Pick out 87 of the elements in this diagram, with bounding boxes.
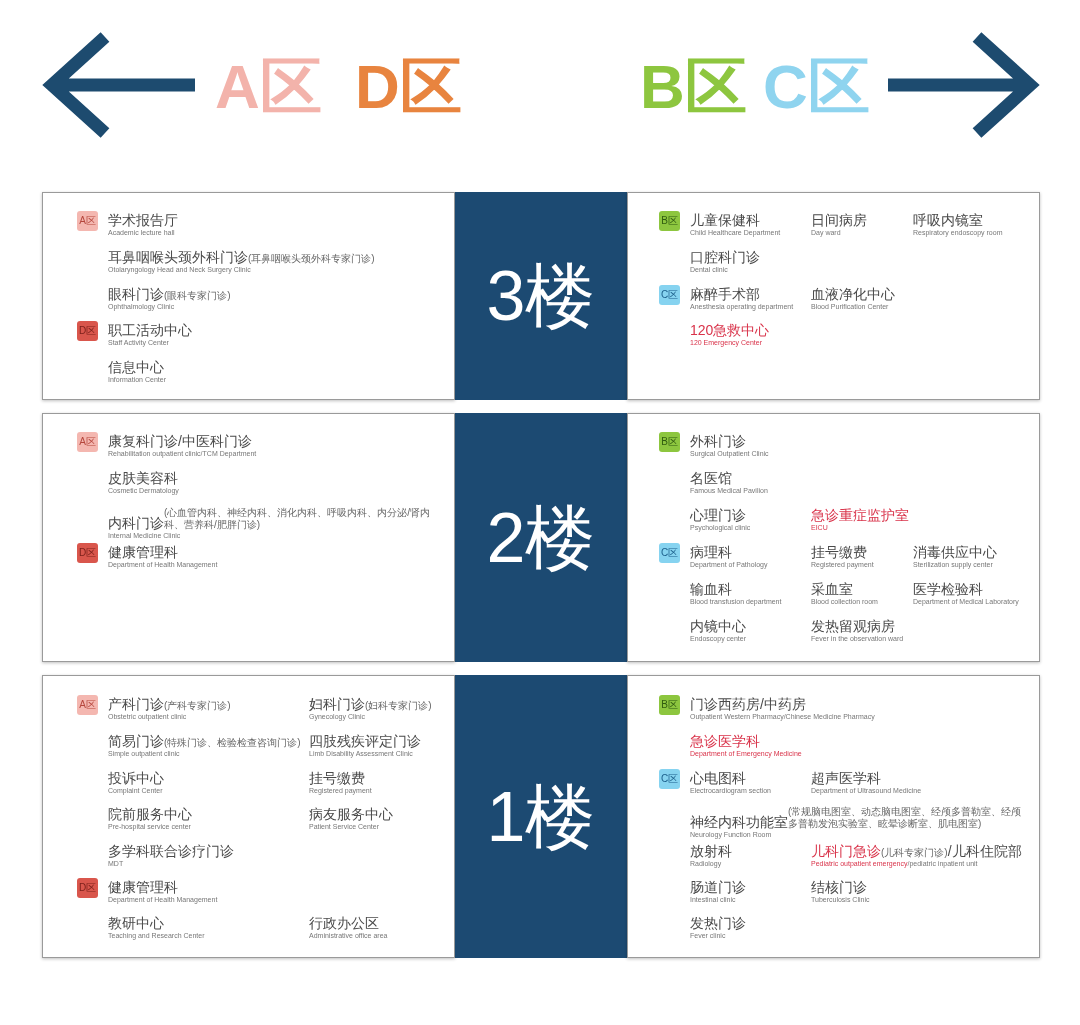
department-name: 呼吸内镜室 [913, 212, 983, 228]
department-note: (心血管内科、神经内科、消化内科、呼吸内科、内分泌/肾内科、营养科/肥胖门诊) [164, 507, 432, 531]
department-name: 放射科 [690, 843, 732, 859]
floor-directory-panel [627, 675, 1040, 958]
floor-number-band [455, 675, 627, 958]
department-name: 挂号缴费 [309, 770, 365, 786]
department-name: 医学检验科 [913, 581, 983, 597]
department-name: 信息中心 [108, 359, 164, 375]
department-name: 病理科 [690, 544, 732, 560]
department-name: 名医馆 [690, 470, 732, 486]
department-name: /儿科住院部 [947, 843, 1022, 859]
zone-badge: C区 [659, 543, 680, 563]
zone-badge: D区 [77, 543, 98, 563]
department-name: 儿科门急诊 [811, 843, 881, 859]
department-name: 内镜中心 [690, 618, 746, 634]
zone-badge: A区 [77, 432, 98, 452]
zone-badge: C区 [659, 769, 680, 789]
zone-badge: C区 [659, 285, 680, 305]
department-name: 血液净化中心 [811, 286, 895, 302]
department-name: 心电图科 [690, 770, 746, 786]
floor-directory-panel [627, 192, 1040, 400]
department-name: 神经内科功能室 [690, 814, 788, 830]
department-name: 健康管理科 [108, 879, 178, 895]
department-note: (特殊门诊、检验检查咨询门诊) [164, 737, 301, 749]
department-name: 结核门诊 [811, 879, 867, 895]
department-note: (眼科专家门诊) [164, 290, 231, 302]
department-name: 心理门诊 [690, 507, 746, 523]
department-name: 急诊重症监护室 [811, 507, 909, 523]
department-name: 内科门诊 [108, 515, 164, 531]
department-name: 妇科门诊 [309, 696, 365, 712]
floor-directory-panel [627, 413, 1040, 662]
zone-badge: B区 [659, 432, 680, 452]
department-name: 耳鼻咽喉头颈外科门诊 [108, 249, 248, 265]
zone-label: C区 [763, 56, 870, 118]
department-name: 麻醉手术部 [690, 286, 760, 302]
department-name: 肠道门诊 [690, 879, 746, 895]
floor-number: 1楼 [486, 781, 596, 852]
department-name: 消毒供应中心 [913, 544, 997, 560]
zone-badge: D区 [77, 878, 98, 898]
department-name: 皮肤美容科 [108, 470, 178, 486]
department-name: 病友服务中心 [309, 806, 393, 822]
zone-badge: B区 [659, 211, 680, 231]
department-note: (耳鼻咽喉头颈外科专家门诊) [248, 253, 375, 265]
floor-number-band [455, 413, 627, 662]
department-name: 眼科门诊 [108, 286, 164, 302]
floor-number-band [455, 192, 627, 400]
department-name: 简易门诊 [108, 733, 164, 749]
department-note: (常规脑电图室、动态脑电图室、经颅多普勒室、经颅多普勒发泡实验室、眩晕诊断室、肌电图室) [788, 806, 1023, 830]
department-name: 外科门诊 [690, 433, 746, 449]
floor-directory-panel [42, 675, 455, 958]
department-name: 发热留观病房 [811, 618, 895, 634]
floor-directory-panel [42, 413, 455, 662]
department-name: 健康管理科 [108, 544, 178, 560]
department-name: 采血室 [811, 581, 853, 597]
department-name: 发热门诊 [690, 915, 746, 931]
department-name: 120急救中心 [690, 322, 770, 338]
department-name: 门诊西药房/中药房 [690, 696, 806, 712]
floor-number: 2楼 [486, 502, 596, 573]
department-name: 超声医学科 [811, 770, 881, 786]
department-name: 急诊医学科 [690, 733, 760, 749]
department-name: 教研中心 [108, 915, 164, 931]
department-name: 产科门诊 [108, 696, 164, 712]
department-name: 多学科联合诊疗门诊 [108, 843, 234, 859]
department-name: 康复科门诊/中医科门诊 [108, 433, 252, 449]
department-name: 输血科 [690, 581, 732, 597]
department-name: 四肢残疾评定门诊 [309, 733, 421, 749]
department-name: 职工活动中心 [108, 322, 192, 338]
zone-label: D区 [355, 56, 462, 118]
zone-badge: A区 [77, 695, 98, 715]
zone-badge: A区 [77, 211, 98, 231]
department-name: 日间病房 [811, 212, 867, 228]
department-name: 挂号缴费 [811, 544, 867, 560]
department-note: (儿科专家门诊) [881, 847, 948, 859]
department-name: 行政办公区 [309, 915, 379, 931]
department-name: 院前服务中心 [108, 806, 192, 822]
floor-directory-panel [42, 192, 455, 400]
department-name: 口腔科门诊 [690, 249, 760, 265]
floor-number: 3楼 [486, 261, 596, 331]
department-name: 学术报告厅 [108, 212, 178, 228]
department-name: 投诉中心 [108, 770, 164, 786]
department-name: 儿童保健科 [690, 212, 760, 228]
department-note: (产科专家门诊) [164, 700, 231, 712]
zone-badge: B区 [659, 695, 680, 715]
zone-badge: D区 [77, 321, 98, 341]
zone-label: B区 [640, 56, 747, 118]
zone-label: A区 [215, 56, 322, 118]
department-note: (妇科专家门诊) [365, 700, 432, 712]
